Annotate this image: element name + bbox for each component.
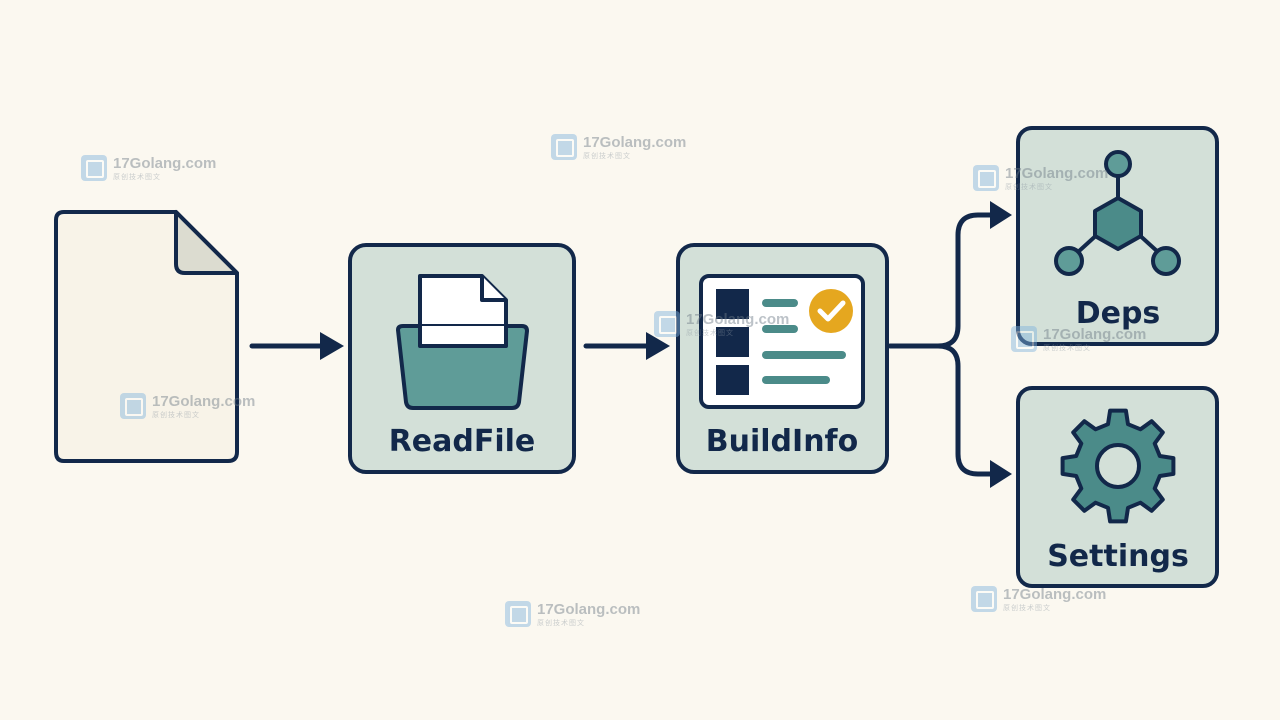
folder-file-icon — [396, 274, 529, 410]
buildinfo-node: BuildInfo — [676, 243, 889, 474]
document-fold — [174, 210, 239, 275]
settings-node: Settings — [1016, 386, 1219, 588]
branch-arrows — [887, 201, 1012, 488]
arrow-file-to-readfile — [249, 332, 344, 360]
dependency-graph-icon — [1054, 150, 1181, 276]
deps-label: Deps — [1076, 296, 1161, 331]
gear-icon — [1060, 408, 1176, 524]
source-file-node — [54, 210, 239, 463]
check-badge-icon — [809, 289, 853, 333]
readfile-label: ReadFile — [389, 424, 536, 459]
readfile-node: ReadFile — [348, 243, 576, 474]
settings-label: Settings — [1047, 539, 1189, 574]
arrow-readfile-to-buildinfo — [583, 332, 670, 360]
buildinfo-label: BuildInfo — [706, 424, 858, 459]
checklist-icon — [699, 274, 865, 409]
deps-node: Deps — [1016, 126, 1219, 346]
